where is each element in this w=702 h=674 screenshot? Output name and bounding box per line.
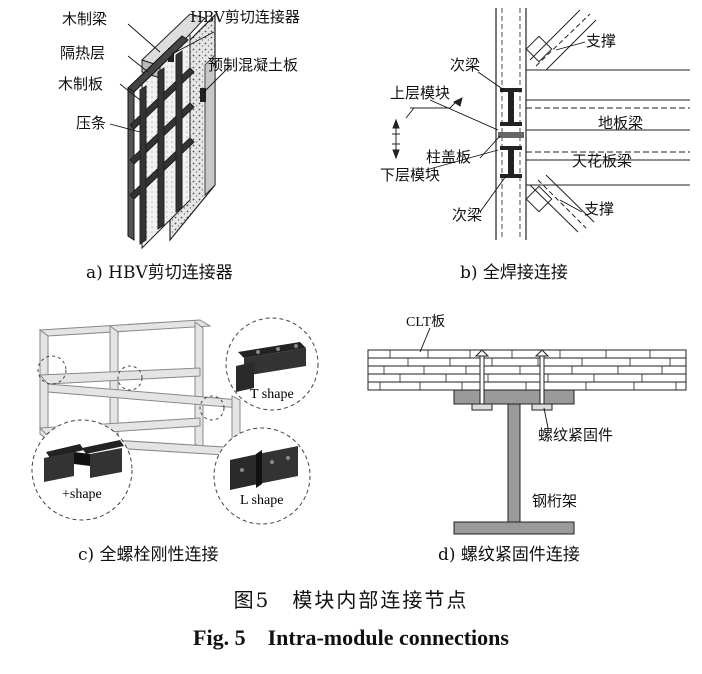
label-brace-bottom: 支撑 xyxy=(584,200,614,218)
panel-b-diagram: 支撑 次梁 上层模块 地板梁 柱盖板 天花板梁 下层模块 次梁 支撑 xyxy=(380,8,690,240)
plus-shape-detail: +shape xyxy=(31,419,133,521)
clt-joints xyxy=(379,350,677,390)
figure-title-en: Fig. 5 Intra-module connections xyxy=(0,625,702,651)
label-batten: 压条 xyxy=(76,114,106,132)
figure-caption-cn: 模块内部连接节点 xyxy=(292,588,469,612)
joint-marker-3 xyxy=(199,395,225,421)
batten-grid xyxy=(129,50,195,245)
label-floor-beam: 地板梁 xyxy=(598,114,643,132)
brace xyxy=(525,9,597,233)
caption-panel-a: a) HBV剪切连接器 xyxy=(86,263,233,283)
panel-c-diagram: T shape +shape L shape xyxy=(31,317,319,525)
figure-number-en: Fig. 5 xyxy=(193,625,246,650)
figure-number-cn: 图5 xyxy=(233,588,271,612)
label-clt: CLT板 xyxy=(406,314,445,330)
label-t-shape: T shape xyxy=(250,387,294,402)
joint-marker-1 xyxy=(37,355,67,385)
label-lower-module: 下层模块 xyxy=(380,166,440,184)
caption-panel-b: b) 全焊接连接 xyxy=(460,263,568,283)
label-l-shape: L shape xyxy=(240,493,283,508)
label-fastener: 螺纹紧固件 xyxy=(538,426,613,444)
l-shape-detail: L shape xyxy=(213,427,311,525)
caption-panel-c: c) 全螺栓刚性连接 xyxy=(78,545,219,565)
label-sub-beam-bottom: 次梁 xyxy=(452,206,482,224)
clt-slab xyxy=(367,349,687,391)
threaded-fastener xyxy=(471,349,553,411)
label-wood-beam: 木制梁 xyxy=(62,10,107,28)
panel-d-diagram: CLT板 螺纹紧固件 钢桁架 xyxy=(367,314,687,535)
steel-truss xyxy=(453,389,575,535)
label-brace-top: 支撑 xyxy=(586,32,616,50)
beams xyxy=(526,69,690,186)
label-plus-shape: +shape xyxy=(62,487,102,502)
joint-marker-2 xyxy=(117,365,143,391)
label-wood-board: 木制板 xyxy=(58,75,103,93)
label-upper-module: 上层模块 xyxy=(390,84,450,102)
label-hbv-connector: HBV剪切连接器 xyxy=(190,8,300,26)
label-precast-slab: 预制混凝土板 xyxy=(208,56,298,74)
label-insulation: 隔热层 xyxy=(60,44,105,62)
label-column-cap: 柱盖板 xyxy=(426,148,471,166)
caption-panel-d: d) 螺纹紧固件连接 xyxy=(438,545,580,565)
label-sub-beam-top: 次梁 xyxy=(450,56,480,74)
label-truss: 钢桁架 xyxy=(532,492,577,510)
sub-beam-sections xyxy=(498,88,524,178)
figure-title-cn: 图5 模块内部连接节点 xyxy=(0,584,702,613)
t-shape-detail: T shape xyxy=(225,317,319,411)
figure-caption-en: Intra-module connections xyxy=(267,625,509,650)
panel-a-diagram: 木制梁 HBV剪切连接器 隔热层 预制混凝土板 木制板 压条 xyxy=(58,8,300,250)
label-ceiling-beam: 天花板梁 xyxy=(572,152,632,170)
